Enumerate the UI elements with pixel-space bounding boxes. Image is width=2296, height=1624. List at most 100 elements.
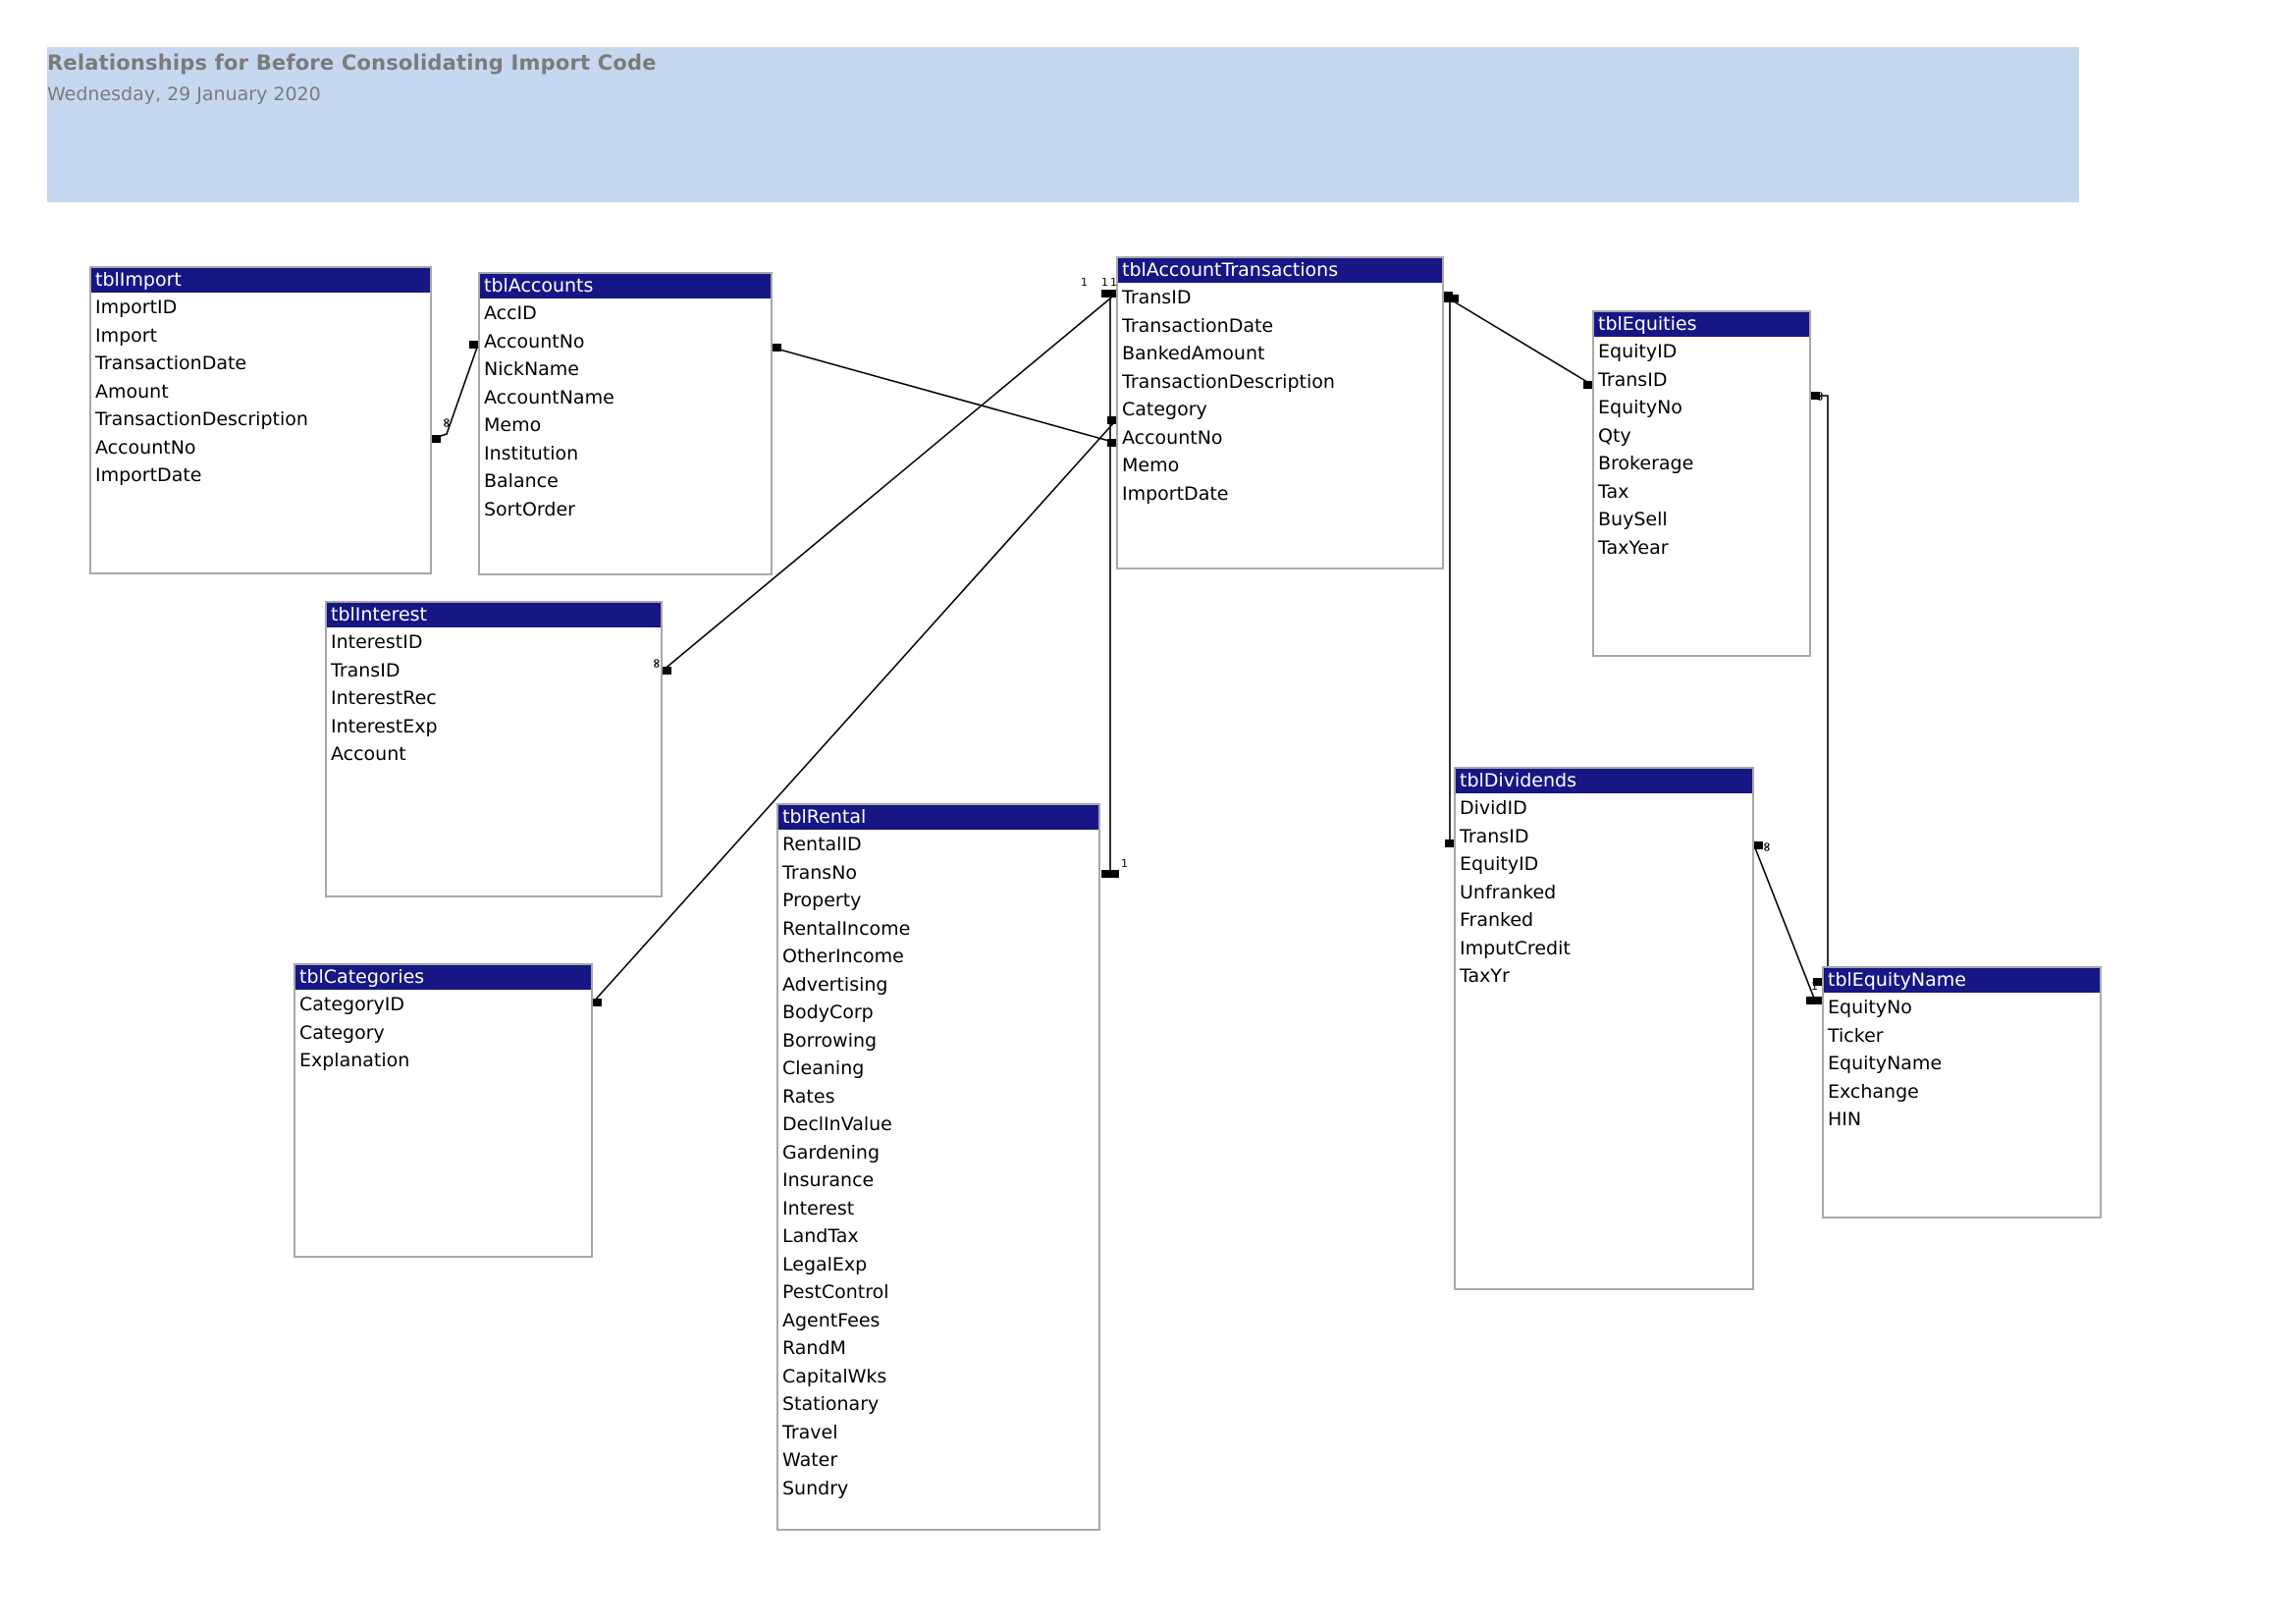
entity-field: AccountNo <box>95 436 196 459</box>
entity-field: Unfranked <box>1460 881 1557 903</box>
entity-field: BankedAmount <box>1122 343 1265 364</box>
entity-table-title: tblDividends <box>1456 769 1752 793</box>
entity-field: Amount <box>95 380 169 403</box>
entity-field: DeclInValue <box>782 1113 892 1135</box>
entity-field: Explanation <box>299 1050 410 1071</box>
report-date: Wednesday, 29 January 2020 <box>47 83 321 105</box>
entity-field: Sundry <box>782 1477 849 1499</box>
entity-field: EquityID <box>1598 341 1678 362</box>
entity-field: Ticker <box>1828 1024 1884 1047</box>
entity-field: Stationary <box>782 1393 880 1415</box>
entity-field: Balance <box>484 470 559 492</box>
relationship-line-tblAccounts-to-tblAccountTransactions <box>772 347 1117 444</box>
entity-table-title: tblCategories <box>295 965 591 990</box>
entity-field: BodyCorp <box>782 1001 874 1023</box>
entity-field: InterestID <box>331 631 423 653</box>
cardinality-many-label: ∞ <box>1758 841 1774 852</box>
entity-field: ImportID <box>95 297 178 318</box>
entity-field: Advertising <box>782 973 888 996</box>
entity-field: InterestExp <box>331 715 438 737</box>
entity-field: Rates <box>782 1085 835 1108</box>
entity-field: Borrowing <box>782 1029 878 1052</box>
entity-field: EquityNo <box>1598 397 1682 418</box>
entity-table-title: tblEquityName <box>1824 968 2100 993</box>
entity-field: Category <box>299 1021 385 1044</box>
entity-field: BuySell <box>1598 509 1668 530</box>
entity-field: Interest <box>782 1197 855 1219</box>
entity-field: AccountNo <box>1122 426 1223 449</box>
relationship-endpoint-marker <box>1101 870 1119 878</box>
relationship-line-tblDividends-to-tblEquityName <box>1753 844 1816 1001</box>
entity-field: Tax <box>1598 480 1629 503</box>
entity-field: TransactionDescription <box>1122 370 1335 393</box>
cardinality-many-label: ∞ <box>438 417 454 428</box>
entity-field: InterestRec <box>331 687 437 709</box>
entity-field: AccID <box>484 302 537 324</box>
entity-field: Account <box>331 743 406 765</box>
entity-table-title: tblEquities <box>1594 312 1809 337</box>
entity-field: CategoryID <box>299 994 405 1015</box>
entity-field: Category <box>1122 399 1207 420</box>
entity-field: PestControl <box>782 1281 889 1303</box>
entity-field: ImportDate <box>95 464 202 486</box>
cardinality-one-label: 1 <box>1081 276 1088 289</box>
entity-table-title: tblImport <box>91 268 430 293</box>
page-title: Relationships for Before Consolidating I… <box>47 51 657 75</box>
report-header-band <box>47 47 2079 202</box>
entity-field: Exchange <box>1828 1080 1919 1103</box>
entity-field: TransactionDescription <box>95 408 308 430</box>
entity-field: AccountNo <box>484 330 585 352</box>
entity-field: Memo <box>1122 455 1180 476</box>
entity-field: TaxYr <box>1460 965 1510 987</box>
relationship-line-tblEquityName-to-tblEquities <box>1811 395 1829 983</box>
entity-field: Gardening <box>782 1141 881 1164</box>
cardinality-one-label: 1 <box>1101 276 1108 289</box>
cardinality-many-label: ∞ <box>648 658 664 669</box>
entity-field: Memo <box>484 414 542 436</box>
entity-field: TransID <box>1122 287 1192 308</box>
entity-table-title: tblRental <box>778 805 1098 830</box>
entity-field: AgentFees <box>782 1309 881 1331</box>
entity-field: TransactionDate <box>1122 314 1274 337</box>
entity-field: ImputCredit <box>1460 937 1571 959</box>
cardinality-many-label: ∞ <box>1811 391 1827 402</box>
entity-field: Insurance <box>782 1169 875 1191</box>
entity-field: LandTax <box>782 1225 859 1247</box>
entity-field: Franked <box>1460 909 1534 931</box>
entity-field: TransactionDate <box>95 352 247 374</box>
entity-field: CapitalWks <box>782 1365 887 1387</box>
entity-field: Import <box>95 324 158 347</box>
entity-field: TaxYear <box>1598 536 1669 559</box>
entity-field: OtherIncome <box>782 946 904 967</box>
entity-field: EquityID <box>1460 853 1539 875</box>
entity-field: NickName <box>484 358 579 380</box>
entity-field: EquityName <box>1828 1053 1943 1074</box>
relationship-line-tblAccountTransactions-to-tblEquities <box>1443 295 1593 386</box>
entity-field: RentalID <box>782 834 862 855</box>
entity-field: TransID <box>331 659 400 681</box>
entity-field: Cleaning <box>782 1057 865 1079</box>
entity-field: RandM <box>782 1337 846 1359</box>
entity-field: EquityNo <box>1828 997 1912 1018</box>
entity-field: TransID <box>1598 368 1668 391</box>
entity-field: LegalExp <box>782 1253 868 1275</box>
